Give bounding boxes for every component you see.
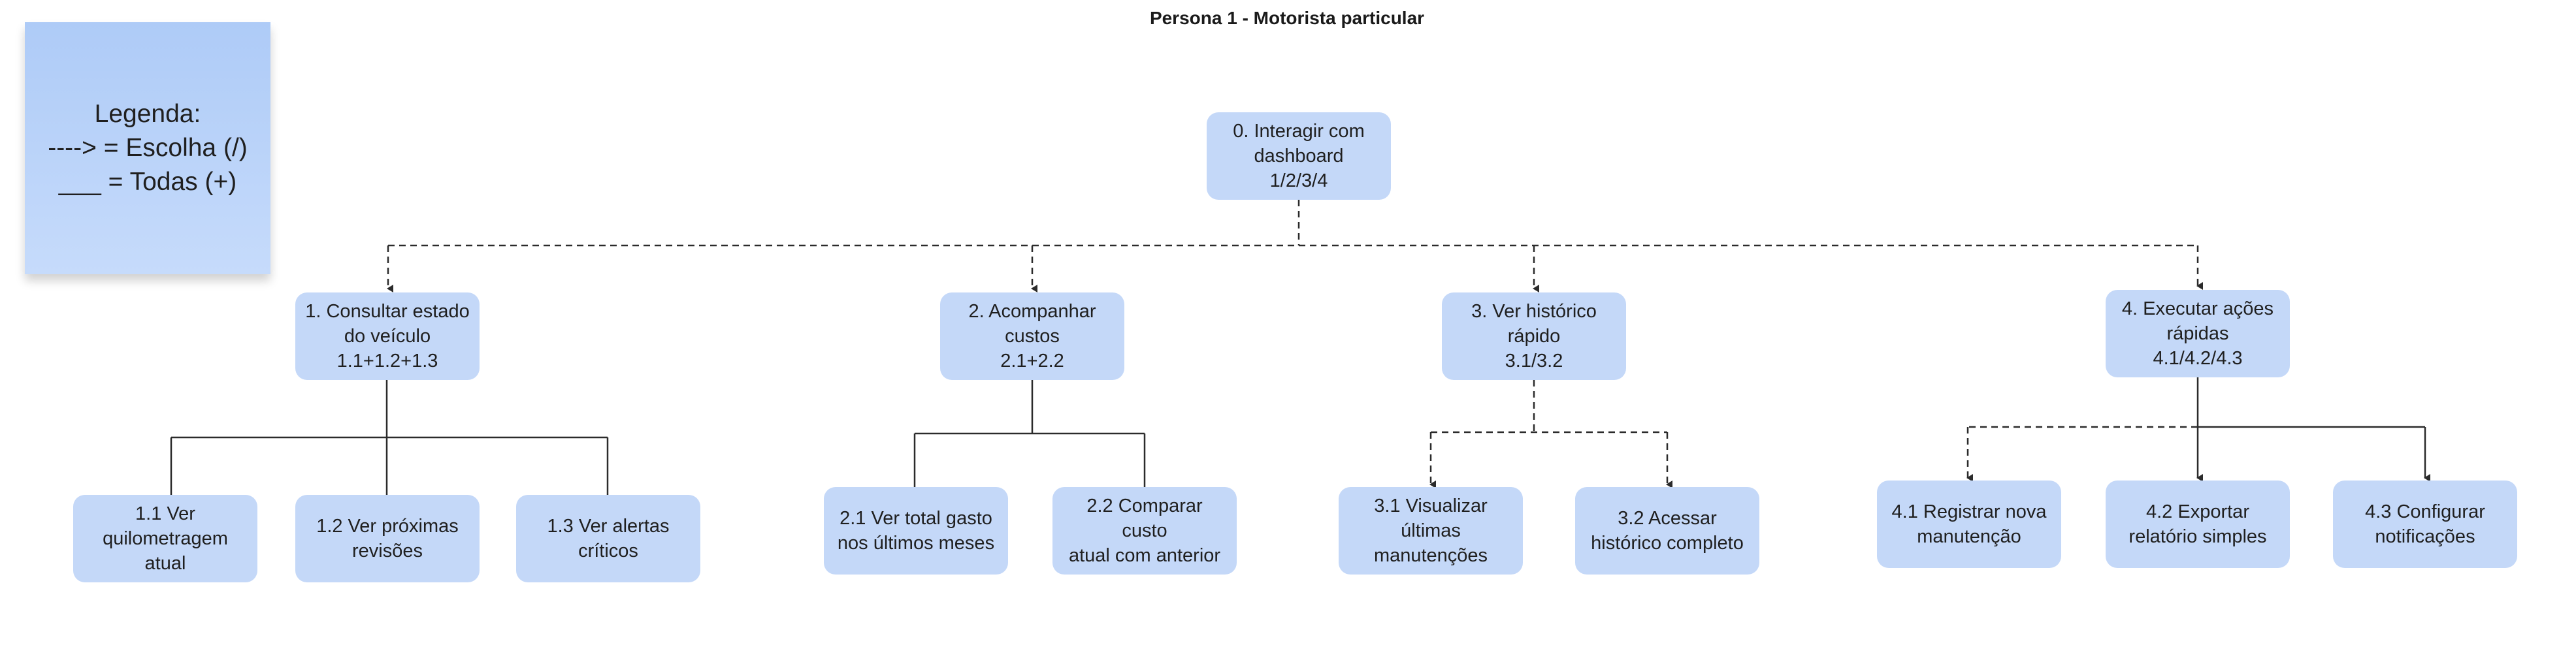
diagram-title: Persona 1 - Motorista particular (1149, 8, 1425, 28)
node-text: 1.3 Ver alertas (547, 516, 670, 537)
node-text: 4.1/4.2/4.3 (2153, 348, 2243, 369)
node-text: 1.1 Ver (135, 503, 195, 524)
node-text: 3.1 Visualizar (1374, 496, 1488, 516)
node-text: atual (144, 553, 186, 574)
node-1-1-quilometragem: 1.1 Ver quilometragem atual (73, 495, 257, 582)
legend-all-entry: ___ = Todas (+) (58, 168, 237, 196)
node-text: revisões (352, 541, 423, 561)
node-text: 4.3 Configurar (2365, 501, 2485, 522)
node-text: 2.1+2.2 (1000, 351, 1064, 371)
solid-all-connectors-2 (913, 380, 1146, 487)
node-text: 3.1/3.2 (1505, 351, 1563, 371)
node-0-interagir-dashboard: 0. Interagir com dashboard 1/2/3/4 (1207, 112, 1391, 200)
node-text: relatório simples (2128, 526, 2267, 547)
node-text: 2. Acompanhar (968, 301, 1096, 322)
dashed-choice-connectors-3 (1429, 380, 1672, 488)
node-4-2-exportar-relatorio: 4.2 Exportar relatório simples (2106, 481, 2290, 568)
node-text: manutenções (1373, 545, 1488, 566)
node-4-executar-acoes: 4. Executar ações rápidas 4.1/4.2/4.3 (2106, 290, 2290, 377)
node-text: rápido (1507, 326, 1561, 347)
node-text: 1.1+1.2+1.3 (336, 351, 438, 371)
dashed-choice-connectors-root (387, 200, 2203, 292)
node-text: críticos (578, 541, 638, 561)
node-3-ver-historico: 3. Ver histórico rápido 3.1/3.2 (1442, 292, 1626, 380)
node-3-2-historico-completo: 3.2 Acessar histórico completo (1575, 487, 1759, 575)
node-text: 2.1 Ver total gasto (840, 508, 992, 529)
node-text: 4. Executar ações (2121, 298, 2274, 319)
node-text: 2.2 Comparar custo (1086, 496, 1203, 541)
node-text: últimas (1401, 520, 1461, 541)
node-text: atual com anterior (1068, 545, 1221, 566)
node-text: manutenção (1917, 526, 2021, 547)
dashed-choice-connectors-4 (1966, 426, 2198, 482)
node-4-3-configurar-notificacoes: 4.3 Configurar notificações (2333, 481, 2517, 568)
node-text: 4.1 Registrar nova (1891, 501, 2047, 522)
node-text: 0. Interagir com (1233, 121, 1365, 142)
node-text: 4.2 Exportar (2146, 501, 2249, 522)
solid-connectors-4 (2196, 377, 2430, 482)
node-1-2-proximas-revisoes: 1.2 Ver próximas revisões (295, 495, 480, 582)
legend-heading: Legenda: (94, 100, 201, 128)
node-4-1-registrar-manutencao: 4.1 Registrar nova manutenção (1877, 481, 2061, 568)
node-text: dashboard (1254, 146, 1344, 166)
node-3-1-ultimas-manutencoes: 3.1 Visualizar últimas manutenções (1339, 487, 1523, 575)
node-text: 1. Consultar estado (305, 301, 470, 322)
node-text: rápidas (2166, 323, 2229, 344)
node-text: histórico completo (1591, 533, 1744, 554)
node-text: 1.2 Ver próximas (316, 516, 459, 537)
node-text: notificações (2375, 526, 2475, 547)
node-text: quilometragem (103, 528, 228, 549)
node-text: 1/2/3/4 (1269, 170, 1328, 191)
node-2-1-total-gasto: 2.1 Ver total gasto nos últimos meses (824, 487, 1008, 575)
solid-all-connectors-1 (170, 380, 609, 495)
legend-choice-entry: ----> = Escolha (/) (48, 134, 248, 162)
legend-note: Legenda: ----> = Escolha (/) ___ = Todas… (25, 22, 270, 274)
node-2-acompanhar-custos: 2. Acompanhar custos 2.1+2.2 (940, 292, 1124, 380)
node-text: custos (1005, 326, 1060, 347)
node-2-2-comparar-custo: 2.2 Comparar custo atual com anterior (1052, 487, 1237, 575)
node-text: 3. Ver histórico (1471, 301, 1597, 322)
node-1-consultar-estado: 1. Consultar estado do veículo 1.1+1.2+1… (295, 292, 480, 380)
node-text: nos últimos meses (837, 533, 995, 554)
node-text: 3.2 Acessar (1618, 508, 1717, 529)
node-1-3-alertas-criticos: 1.3 Ver alertas críticos (516, 495, 700, 582)
node-text: do veículo (344, 326, 431, 347)
